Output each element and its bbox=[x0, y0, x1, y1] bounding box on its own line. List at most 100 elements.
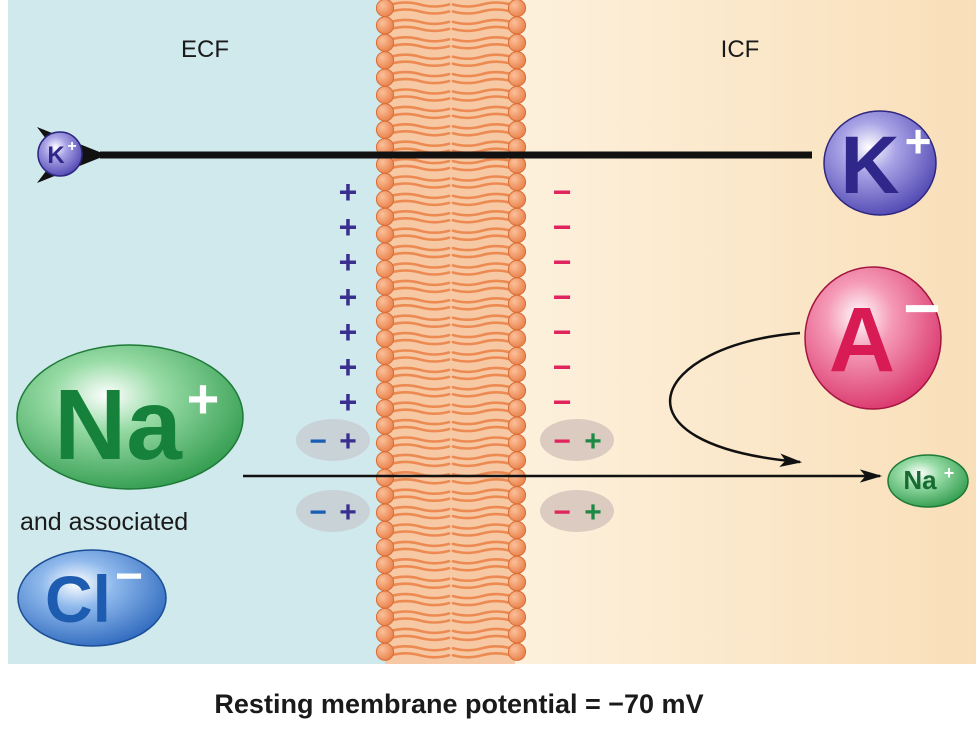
inside-negative-charges: − − − − − − − bbox=[553, 174, 572, 420]
lipid-head bbox=[375, 399, 395, 418]
lipid-tail bbox=[389, 540, 451, 548]
lipid-tail bbox=[451, 262, 513, 269]
lipid-tail bbox=[451, 175, 513, 182]
lipid-tail bbox=[389, 443, 451, 450]
lipid-tail bbox=[389, 356, 451, 363]
lipid-head bbox=[375, 0, 395, 18]
lipid-tail bbox=[451, 25, 513, 33]
lipid-tails bbox=[389, 1, 513, 659]
lipid-head bbox=[375, 607, 395, 627]
lipid-tail bbox=[451, 645, 513, 652]
lipid-tail bbox=[389, 530, 451, 537]
lipid-tail bbox=[451, 112, 513, 120]
lipid-head bbox=[507, 433, 527, 453]
lipid-tail bbox=[389, 627, 451, 635]
lipid-tail bbox=[389, 123, 451, 130]
lipid-head bbox=[507, 242, 527, 261]
lipid-tail bbox=[451, 418, 513, 426]
lipid-head bbox=[507, 364, 527, 383]
charge-pair-inside-lower: − + bbox=[540, 490, 614, 532]
lipid-tail bbox=[389, 130, 451, 137]
pair-minus-sign: − bbox=[553, 496, 571, 529]
lipid-tail bbox=[389, 408, 451, 415]
lipid-head bbox=[375, 172, 395, 192]
lipid-tail bbox=[451, 425, 513, 433]
lipid-tail bbox=[389, 366, 451, 374]
lipid-tail bbox=[389, 244, 451, 252]
lipid-head bbox=[375, 103, 395, 122]
lipid-tail bbox=[451, 592, 513, 600]
lipid-tail bbox=[451, 286, 513, 294]
lipid-tail bbox=[389, 304, 451, 311]
lipid-head bbox=[507, 103, 527, 122]
lipid-tail bbox=[389, 425, 451, 433]
lipid-tail bbox=[389, 373, 451, 381]
lipid-head bbox=[507, 51, 527, 70]
lipid-tail bbox=[451, 652, 513, 659]
lipid-head bbox=[375, 468, 395, 487]
lipid-tail bbox=[389, 391, 451, 398]
pair-minus-sign: − bbox=[309, 496, 327, 529]
lipid-tail bbox=[451, 77, 513, 85]
lipid-head bbox=[375, 520, 395, 540]
lipid-tail bbox=[389, 105, 451, 113]
na-ion-small: Na + bbox=[887, 454, 969, 508]
k-ion-small: K + bbox=[37, 131, 83, 177]
lipid-head bbox=[507, 312, 527, 331]
outside-plus-sign: + bbox=[339, 314, 358, 350]
icf-label: ICF bbox=[721, 36, 760, 63]
lipid-tail bbox=[451, 558, 513, 565]
lipid-tail bbox=[451, 356, 513, 363]
lipid-tail bbox=[451, 157, 513, 165]
lipid-tail bbox=[451, 8, 513, 15]
lipid-tail bbox=[451, 234, 513, 241]
lipid-head bbox=[375, 503, 395, 522]
lipid-tail bbox=[389, 25, 451, 33]
k-ion-large-charge: + bbox=[905, 115, 932, 167]
lipid-tail bbox=[389, 112, 451, 120]
pair-minus-sign: − bbox=[553, 425, 571, 458]
lipid-head bbox=[375, 155, 395, 174]
lipid-tail bbox=[451, 182, 513, 189]
lipid-tail bbox=[389, 210, 451, 217]
lipid-tail bbox=[389, 349, 451, 356]
lipid-head bbox=[507, 573, 527, 592]
lipid-tail bbox=[389, 505, 451, 513]
lipid-tail bbox=[389, 18, 451, 26]
lipid-tail bbox=[389, 321, 451, 328]
lipid-tail bbox=[451, 140, 513, 147]
lipid-tail bbox=[389, 279, 451, 287]
lipid-head bbox=[375, 259, 395, 279]
k-ion-large: K + bbox=[823, 110, 937, 216]
lipid-tail bbox=[451, 366, 513, 374]
lipid-tail bbox=[389, 495, 451, 502]
lipid-tail bbox=[389, 60, 451, 67]
lipid-tail bbox=[389, 331, 451, 339]
lipid-head bbox=[507, 33, 527, 52]
lipid-tail bbox=[389, 175, 451, 182]
lipid-tail bbox=[389, 575, 451, 582]
lipid-head bbox=[375, 381, 395, 400]
lipid-tail bbox=[451, 384, 513, 391]
inside-minus-sign: − bbox=[553, 314, 572, 350]
lipid-tail bbox=[389, 384, 451, 391]
lipid-head bbox=[507, 399, 527, 418]
lipid-tail bbox=[451, 512, 513, 520]
na-ion-small-symbol: Na bbox=[903, 465, 937, 495]
lipid-head bbox=[375, 68, 395, 87]
lipid-head bbox=[507, 538, 527, 557]
lipid-head bbox=[507, 190, 527, 209]
lipid-head bbox=[375, 51, 395, 70]
lipid-head bbox=[375, 85, 395, 105]
lipid-tail bbox=[389, 582, 451, 589]
lipid-tail bbox=[389, 251, 451, 259]
lipid-tail bbox=[389, 140, 451, 147]
lipid-head bbox=[507, 607, 527, 627]
na-ion-large-charge: + bbox=[187, 367, 220, 430]
lipid-tail bbox=[389, 314, 451, 321]
lipid-head bbox=[507, 642, 527, 661]
lipid-tail bbox=[451, 88, 513, 95]
lipid-tail bbox=[451, 495, 513, 502]
